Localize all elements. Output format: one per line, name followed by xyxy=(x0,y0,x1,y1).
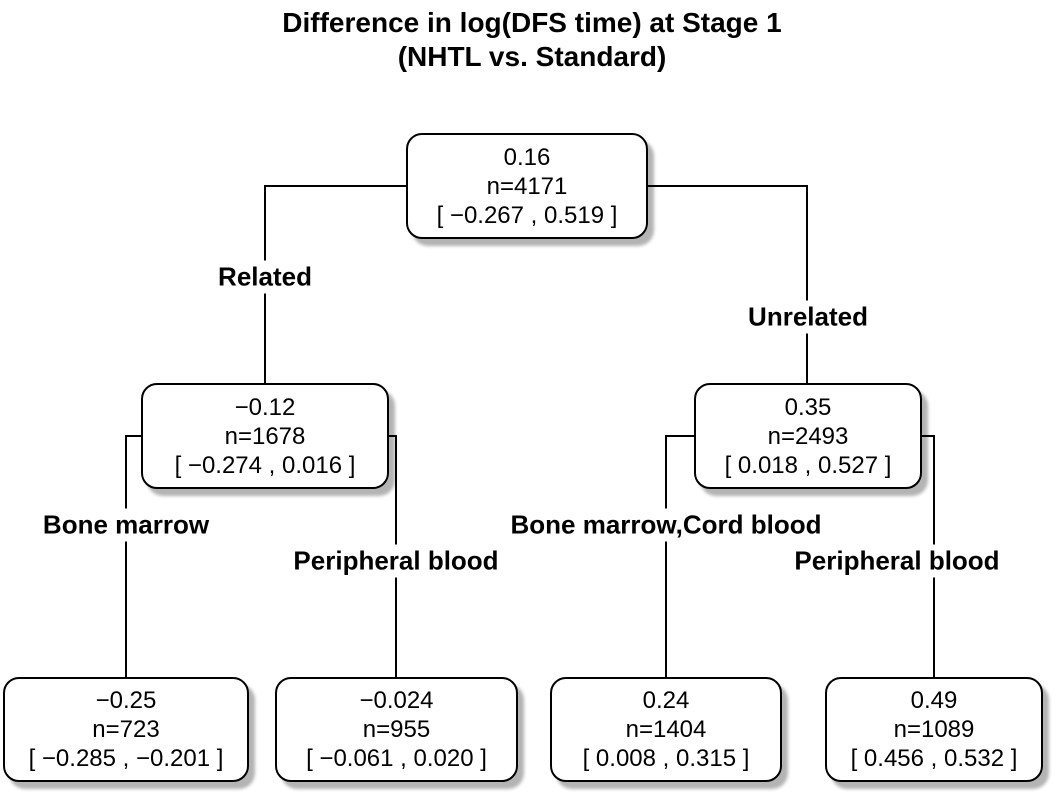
node-unrelated-n: n=2493 xyxy=(767,422,849,450)
node-unrelated-estimate: 0.35 xyxy=(784,393,832,421)
edge-label-unrelated: Unrelated xyxy=(744,300,872,334)
node-root-ci: [ −0.267 , 0.519 ] xyxy=(436,201,618,229)
leaf3-ci: [ 0.008 , 0.315 ] xyxy=(582,745,750,772)
tree-leaf-related-peripheral-blood: −0.024 n=955 [ −0.061 , 0.020 ] xyxy=(275,677,518,782)
connector-related-left-horizontal xyxy=(125,435,143,437)
tree-leaf-related-bone-marrow: −0.25 n=723 [ −0.285 , −0.201 ] xyxy=(3,677,249,782)
leaf3-n: n=1404 xyxy=(625,716,707,743)
connector-root-left-horizontal xyxy=(264,185,406,187)
tree-node-related: −0.12 n=1678 [ −0.274 , 0.016 ] xyxy=(141,383,389,489)
connector-unrelated-right-horizontal xyxy=(920,435,935,437)
edge-label-peripheral-blood-right: Peripheral blood xyxy=(790,544,1004,578)
tree-node-unrelated: 0.35 n=2493 [ 0.018 , 0.527 ] xyxy=(694,383,922,489)
connector-root-right-horizontal xyxy=(648,185,808,187)
connector-related-right-horizontal xyxy=(387,435,397,437)
connector-root-right-vertical xyxy=(806,185,808,383)
node-root-n: n=4171 xyxy=(486,172,568,200)
leaf2-ci: [ −0.061 , 0.020 ] xyxy=(306,745,487,772)
node-unrelated-ci: [ 0.018 , 0.527 ] xyxy=(724,451,892,479)
plot-title-line1: Difference in log(DFS time) at Stage 1 xyxy=(282,7,782,38)
leaf4-n: n=1089 xyxy=(893,716,975,743)
leaf1-n: n=723 xyxy=(92,716,160,743)
edge-label-related: Related xyxy=(214,260,316,294)
edge-label-bone-marrow-cord-blood: Bone marrow,Cord blood xyxy=(506,508,826,542)
tree-leaf-unrelated-bone-marrow-cord-blood: 0.24 n=1404 [ 0.008 , 0.315 ] xyxy=(550,677,782,782)
plot-title-line2: (NHTL vs. Standard) xyxy=(397,41,667,72)
leaf2-n: n=955 xyxy=(362,716,431,743)
edge-label-peripheral-blood-left: Peripheral blood xyxy=(289,544,503,578)
tree-node-root: 0.16 n=4171 [ −0.267 , 0.519 ] xyxy=(406,133,648,239)
leaf2-estimate: −0.024 xyxy=(359,687,434,714)
connector-unrelated-left-vertical xyxy=(665,435,667,677)
edge-label-bone-marrow: Bone marrow xyxy=(38,508,214,542)
leaf1-ci: [ −0.285 , −0.201 ] xyxy=(28,745,224,772)
tree-leaf-unrelated-peripheral-blood: 0.49 n=1089 [ 0.456 , 0.532 ] xyxy=(825,677,1043,782)
plot-title: Difference in log(DFS time) at Stage 1 (… xyxy=(0,6,1064,74)
connector-related-left-vertical xyxy=(125,435,127,677)
connector-unrelated-left-horizontal xyxy=(665,435,696,437)
leaf4-ci: [ 0.456 , 0.532 ] xyxy=(850,745,1018,772)
leaf3-estimate: 0.24 xyxy=(642,687,690,714)
node-related-n: n=1678 xyxy=(224,422,306,450)
node-related-estimate: −0.12 xyxy=(234,393,296,421)
node-root-estimate: 0.16 xyxy=(503,143,551,171)
node-related-ci: [ −0.274 , 0.016 ] xyxy=(174,451,356,479)
leaf4-estimate: 0.49 xyxy=(910,687,958,714)
leaf1-estimate: −0.25 xyxy=(95,687,157,714)
